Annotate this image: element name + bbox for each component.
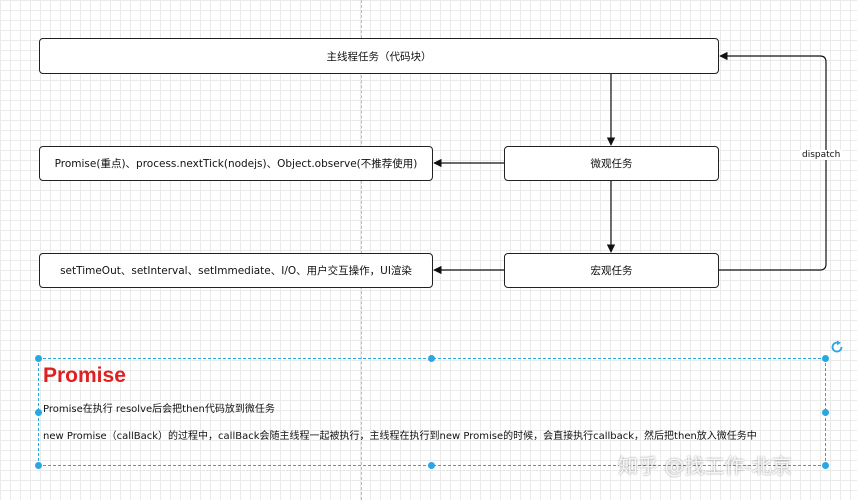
macro-task-label: 宏观任务 bbox=[590, 265, 633, 277]
resize-handle-bottom-left[interactable] bbox=[35, 462, 42, 469]
resize-handle-top-right[interactable] bbox=[822, 355, 829, 362]
resize-handle-middle-left[interactable] bbox=[35, 409, 42, 416]
micro-task-box[interactable]: 微观任务 bbox=[504, 146, 719, 181]
arrow-dispatch-loop bbox=[719, 51, 827, 271]
resize-handle-top-center[interactable] bbox=[428, 355, 435, 362]
micro-task-examples-label: Promise(重点)、process.nextTick(nodejs)、Obj… bbox=[54, 158, 418, 170]
resize-handle-top-left[interactable] bbox=[35, 355, 42, 362]
center-guide-line bbox=[361, 0, 362, 500]
resize-handle-middle-right[interactable] bbox=[822, 409, 829, 416]
resize-handle-bottom-center[interactable] bbox=[428, 462, 435, 469]
promise-note-line-1: Promise在执行 resolve后会把then代码放到微任务 bbox=[43, 404, 275, 415]
promise-note: Promise Promise在执行 resolve后会把then代码放到微任务… bbox=[43, 364, 757, 454]
macro-task-examples-box[interactable]: setTimeOut、setInterval、setImmediate、I/O、… bbox=[39, 253, 433, 288]
resize-handle-bottom-right[interactable] bbox=[822, 462, 829, 469]
promise-note-title: Promise bbox=[43, 364, 126, 387]
micro-task-label: 微观任务 bbox=[590, 158, 633, 170]
watermark-text: 知乎 @找工作-北京 bbox=[618, 454, 792, 478]
dispatch-label: dispatch bbox=[800, 150, 843, 160]
main-thread-task-box[interactable]: 主线程任务（代码块） bbox=[39, 38, 719, 74]
macro-task-examples-label: setTimeOut、setInterval、setImmediate、I/O、… bbox=[60, 265, 412, 277]
promise-note-line-2: new Promise（callBack）的过程中，callBack会随主线程一… bbox=[43, 431, 757, 442]
micro-task-examples-box[interactable]: Promise(重点)、process.nextTick(nodejs)、Obj… bbox=[39, 146, 433, 181]
main-thread-task-label: 主线程任务（代码块） bbox=[326, 50, 432, 63]
macro-task-box[interactable]: 宏观任务 bbox=[504, 253, 719, 288]
rotate-icon[interactable] bbox=[830, 340, 844, 354]
